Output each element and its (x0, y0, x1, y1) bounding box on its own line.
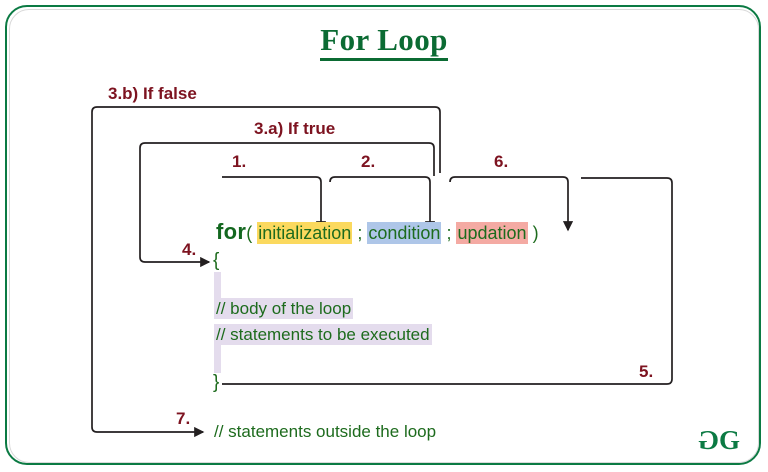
code-line-for: for( initialization ; condition ; updati… (216, 219, 539, 245)
token-condition: condition (367, 222, 442, 244)
code-line-after-loop: // statements outside the loop (214, 422, 437, 441)
geeksforgeeks-logo: GG (697, 425, 740, 455)
keyword-for: for (216, 219, 247, 244)
wire-step-5 (222, 177, 673, 385)
code-line-body-2: // statements to be executed (214, 324, 432, 345)
wire-if-false (91, 106, 441, 438)
label-if-true: 3.a) If true (254, 119, 336, 138)
code-line-body-1: // body of the loop (214, 298, 354, 319)
logo-left-glyph: G (697, 425, 719, 455)
semicolon-2: ; (446, 223, 452, 243)
logo-right-glyph: G (718, 425, 740, 455)
body-comment-1: // body of the loop (214, 298, 354, 319)
label-step-7: 7. (176, 409, 191, 428)
page-title-text: For Loop (320, 22, 448, 61)
label-step-6: 6. (494, 152, 509, 171)
wire-step-2 (329, 176, 436, 232)
label-step-5: 5. (639, 362, 654, 381)
body-gutter-bottom (214, 341, 221, 373)
semicolon-1: ; (357, 223, 363, 243)
token-updation: updation (456, 222, 528, 244)
code-brace-close: } (213, 372, 220, 393)
paren-open: ( (246, 223, 253, 243)
body-gutter-top (214, 272, 221, 298)
label-step-4: 4. (182, 240, 197, 259)
wire-step-6 (449, 176, 574, 232)
label-step-2: 2. (361, 152, 376, 171)
body-comment-2: // statements to be executed (214, 324, 432, 345)
page-title: For Loop (0, 22, 768, 61)
label-if-false: 3.b) If false (108, 84, 197, 103)
token-initialization: initialization (257, 222, 353, 244)
wire-step-1 (222, 176, 327, 232)
wire-if-true (139, 142, 435, 268)
paren-close: ) (532, 223, 539, 243)
code-brace-open: { (213, 250, 220, 271)
label-step-1: 1. (232, 152, 247, 171)
